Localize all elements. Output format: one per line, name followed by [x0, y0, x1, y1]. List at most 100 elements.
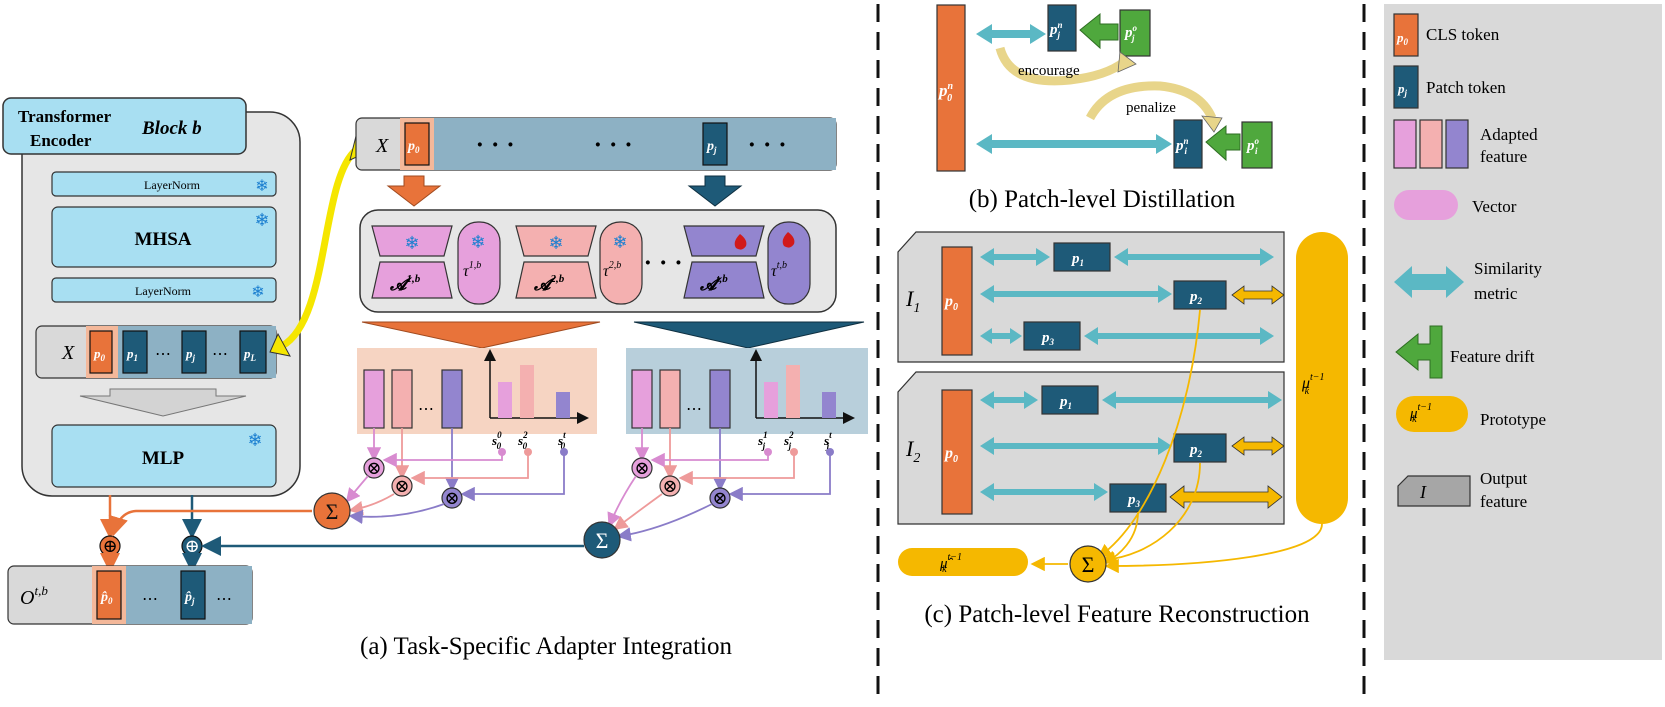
- adapter-input-row: X p0 · · · · · · pj · · ·: [355, 117, 837, 171]
- prototype-pill: [1296, 232, 1348, 524]
- reconstruction-panel: I1 p0 p1 p2 p3 I2 p0 p1 p2 p3 μt: [897, 231, 1348, 628]
- layernorm-bottom: LayerNorm: [135, 284, 192, 298]
- legend-prototype-icon: [1396, 396, 1468, 432]
- adapter-bank: ❄ 𝓐1,b ❄ τ1,b ❄ 𝓐2,b ❄ τ2,b · · · 𝓐t,b τ…: [359, 209, 837, 313]
- adapter-token-pj: pj: [706, 139, 717, 155]
- multiply-icon: [391, 475, 413, 497]
- snowflake-icon: ❄: [251, 282, 264, 301]
- multiply-icon: [363, 457, 385, 479]
- token-dots: ⋯: [142, 591, 158, 608]
- otimes-glyph: ⊗: [394, 476, 409, 497]
- oplus-glyph: ⊕: [184, 536, 199, 557]
- tau-t-label: τt,b: [771, 260, 787, 280]
- encoder-x-label: X: [61, 342, 75, 364]
- reconstructed-prototype: [898, 548, 1028, 576]
- down-arrow-navy: [687, 175, 743, 207]
- token-pj: pj: [185, 346, 196, 363]
- multiply-icon: [709, 487, 731, 509]
- token-dots: · · ·: [594, 132, 632, 158]
- recon-i1-p1: p1: [1070, 251, 1084, 268]
- encourage-label: encourage: [1018, 63, 1080, 79]
- caption-a: (a) Task-Specific Adapter Integration: [360, 633, 732, 660]
- tau-vector-1: [457, 221, 501, 305]
- recon-i2-p1: p1: [1058, 394, 1072, 411]
- snowflake-icon: ❄: [612, 232, 627, 253]
- output-token-pj: p̂j: [184, 590, 195, 606]
- tau-2-label: τ2,b: [603, 260, 621, 280]
- legend-similarity-icon: [1394, 266, 1464, 298]
- token-dots: · · ·: [476, 132, 514, 158]
- sum-icon: [313, 492, 351, 530]
- encoder-title-line2: Encoder: [30, 131, 92, 150]
- recon-p0: p0: [943, 445, 958, 465]
- fire-icon: [734, 234, 747, 250]
- weighting-left: ⊗ ⊗ ⊗ Σ: [313, 428, 568, 530]
- tau-vector-t: [767, 221, 811, 305]
- legend-vector-label: Vector: [1472, 197, 1517, 216]
- recon-p0: p0: [943, 293, 958, 313]
- sum-glyph: Σ: [596, 528, 609, 553]
- output-token-p0: p̂0: [100, 590, 113, 606]
- score-panel-right: ⋯: [626, 348, 868, 434]
- layernorm-top: LayerNorm: [144, 178, 201, 192]
- i1-label: I1: [905, 286, 920, 316]
- snowflake-icon: ❄: [548, 233, 563, 254]
- legend-output-letter: I: [1419, 482, 1427, 502]
- otimes-glyph: ⊗: [634, 458, 649, 479]
- legend-adapted-label-1: Adapted: [1480, 125, 1538, 144]
- legend: p0 CLS token pj Patch token Adapted feat…: [1384, 4, 1662, 660]
- legend-cls-label: CLS token: [1426, 25, 1500, 44]
- similarity-arrow: [976, 134, 1172, 154]
- bar-dots: ⋯: [418, 401, 434, 418]
- weighting-right: ⊗ ⊗ ⊗ Σ: [583, 428, 834, 559]
- encoder-block: Transformer Encoder Block b LayerNorm ❄ …: [2, 97, 301, 497]
- legend-output-icon: [1397, 475, 1471, 507]
- token-dots: · · ·: [748, 132, 786, 158]
- wide-arrow-navy: [633, 321, 865, 349]
- adapter-x-label: X: [375, 135, 389, 157]
- down-arrow-orange: [386, 175, 442, 207]
- token-p0: p0: [93, 346, 106, 363]
- multiply-icon: [631, 457, 653, 479]
- snowflake-icon: ❄: [470, 232, 485, 253]
- token-dots: ⋯: [212, 346, 228, 363]
- score-panel-left: ⋯: [357, 348, 597, 434]
- multiply-icon: [441, 487, 463, 509]
- otimes-glyph: ⊗: [366, 458, 381, 479]
- legend-similarity-label-2: metric: [1474, 284, 1518, 303]
- legend-drift-icon: [1395, 325, 1443, 379]
- caption-b: (b) Patch-level Distillation: [969, 186, 1236, 213]
- mlp-label: MLP: [142, 448, 185, 469]
- i2-label: I2: [905, 436, 920, 466]
- legend-drift-label: Feature drift: [1450, 347, 1535, 366]
- legend-patch-token: pj: [1397, 81, 1408, 98]
- output-label: Ot,b: [20, 583, 48, 609]
- encoder-title-line1: Transformer: [18, 107, 112, 126]
- recon-i2-p3: p3: [1126, 492, 1141, 509]
- multiply-icon: [659, 475, 681, 497]
- legend-patch-label: Patch token: [1426, 78, 1506, 97]
- mhsa-label: MHSA: [135, 229, 192, 250]
- adapter-dots: · · ·: [644, 250, 682, 276]
- adapter-token-p0: p0: [407, 139, 420, 155]
- feature-drift-arrow: [1205, 124, 1241, 162]
- fire-icon: [782, 232, 795, 248]
- legend-adapted-label-2: feature: [1480, 147, 1527, 166]
- oplus-glyph: ⊕: [102, 536, 117, 557]
- legend-cls-token: p0: [1396, 30, 1409, 47]
- recon-i1-p3: p3: [1040, 330, 1055, 347]
- sum-icon: [583, 521, 621, 559]
- wide-arrow-orange: [361, 321, 601, 349]
- sum-glyph: Σ: [1082, 552, 1095, 577]
